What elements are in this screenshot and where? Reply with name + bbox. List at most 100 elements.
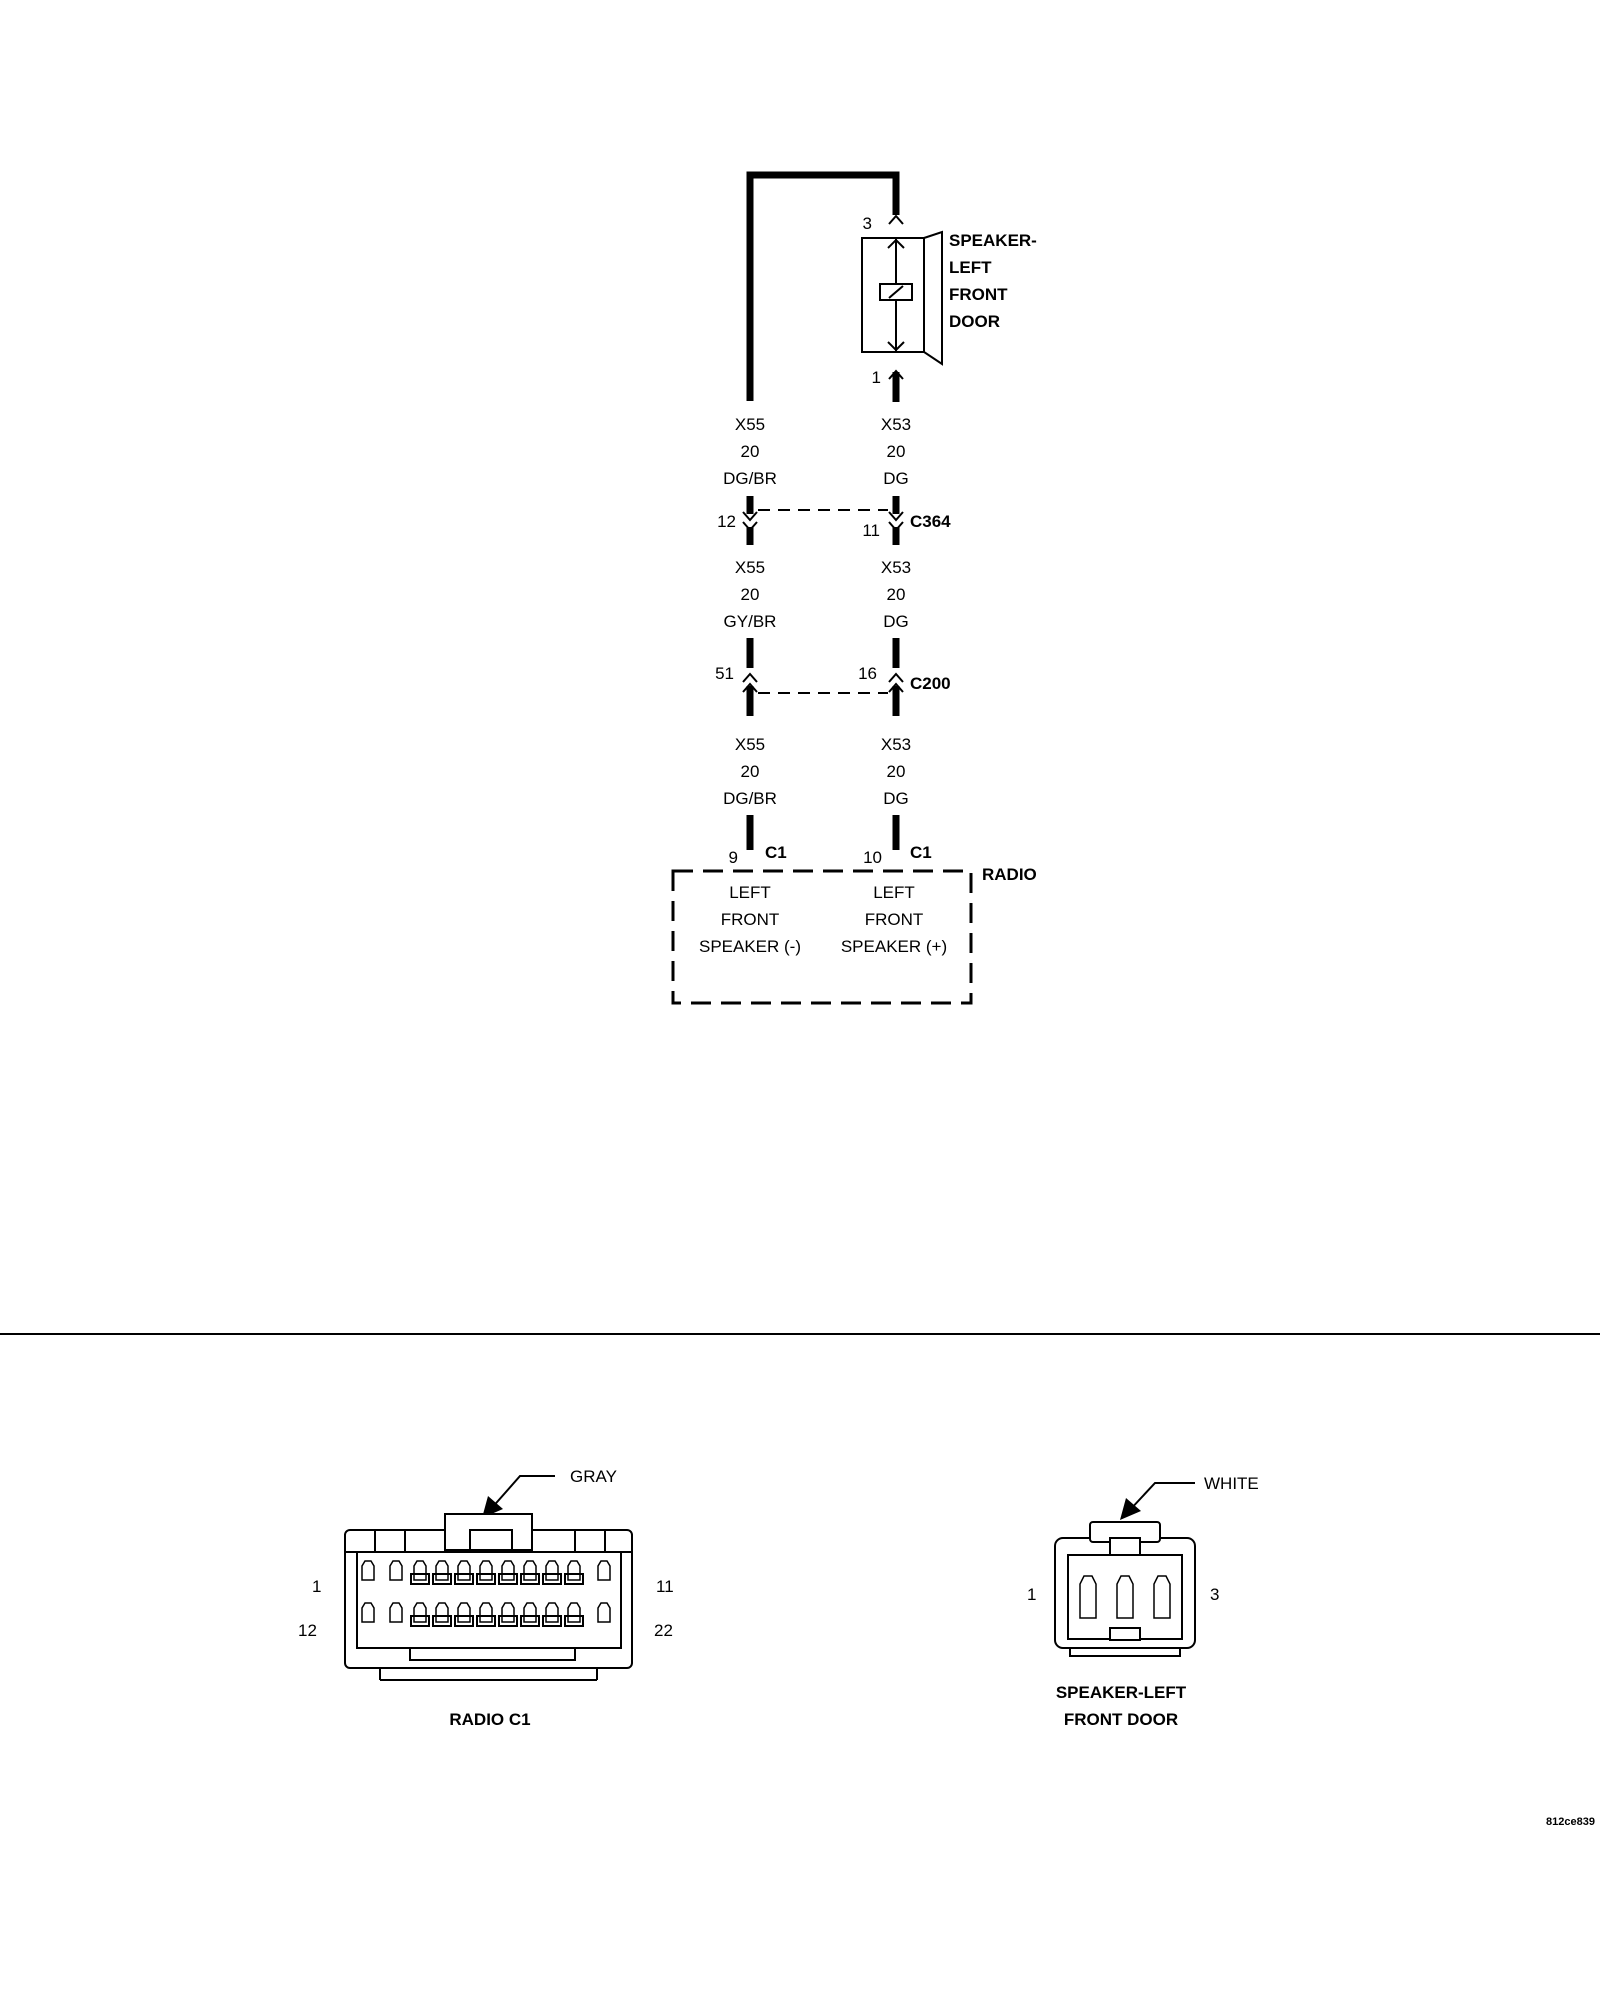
seg2-right-circuit: X53 [881,558,911,577]
radio-left-connector: C1 [765,843,787,862]
c200-left-pin: 51 [715,664,734,683]
radio-c1-pin-frame [410,1615,430,1627]
seg2-right-color: DG [883,612,909,631]
radio-c1-pin-cavity [597,1560,611,1581]
radio-c1-pin-frame [564,1615,584,1627]
speaker-coil-slash [888,285,904,299]
seg2-right-gauge: 20 [887,585,906,604]
speaker-name-line-4: DOOR [949,312,1000,331]
c200-left-terminal-bottom [742,682,758,693]
radio-name: RADIO [982,865,1037,884]
radio-c1-pin-cavity [567,1602,581,1623]
speaker-cone [923,230,943,366]
radio-c1-pin-cavity [545,1560,559,1581]
speaker-view-pin-1-label: 1 [1027,1585,1036,1604]
wire-segment-2-labels: X55 20 GY/BR X53 20 DG [724,558,912,631]
seg2-left-gauge: 20 [741,585,760,604]
radio-c1-pin-frame [498,1573,518,1585]
speaker-pin-3-terminal [888,214,904,225]
radio-c1-pin-frame [542,1615,562,1627]
radio-c1-bottom-key [409,1647,576,1661]
c200-left-terminal-top [742,672,758,683]
radio-c1-pin-frame [476,1615,496,1627]
radio-c1-pin-22-label: 22 [654,1621,673,1640]
speaker-color-label: WHITE [1204,1474,1259,1493]
speaker-view-pin-3-label: 3 [1210,1585,1219,1604]
radio-c1-pin-array [361,1560,611,1627]
radio-labels: 9 C1 10 C1 RADIO LEFT FRONT SPEAKER (-) … [699,843,1037,956]
radio-c1-pin-cavity [435,1602,449,1623]
radio-c1-pin-11-label: 11 [656,1577,674,1596]
radio-c1-color-leader [489,1475,555,1511]
radio-right-function-3: SPEAKER (+) [841,937,947,956]
speaker-pin-slot [1116,1575,1134,1619]
speaker-arrow-up [887,238,905,249]
radio-c1-pin-frame [432,1573,452,1585]
c364-left-pin: 12 [717,512,736,531]
speaker-pin-slot [1153,1575,1171,1619]
radio-c1-pin-cavity [567,1560,581,1581]
c364-left-terminal-bottom [742,521,758,532]
radio-left-pin: 9 [729,848,738,867]
wire-segment-3-labels: X55 20 DG/BR X53 20 DG [723,735,911,808]
radio-c1-connector-view: GRAY 1 11 12 22 RADIO C1 [298,1467,674,1729]
radio-c1-color-arrow [482,1496,503,1518]
c200-name: C200 [910,674,951,693]
radio-c1-pin-cavity [501,1560,515,1581]
speaker-pin-slot [1079,1575,1097,1619]
connector-c364-symbol [742,509,904,532]
c200-right-terminal-bottom [888,682,904,693]
radio-c1-pin-cavity [413,1602,427,1623]
speaker-color-leader [1127,1482,1195,1513]
radio-c1-pin-1-label: 1 [312,1577,321,1596]
seg3-right-circuit: X53 [881,735,911,754]
speaker-name-line-3: FRONT [949,285,1008,304]
speaker-symbol [861,214,943,380]
radio-c1-pin-cavity [435,1560,449,1581]
wire-x55-top-loop [746,171,900,401]
radio-c1-pin-cavity [413,1560,427,1581]
radio-c1-pin-cavity [479,1560,493,1581]
radio-c1-pin-frame [432,1615,452,1627]
connector-c200-symbol [742,672,904,694]
seg3-left-color: DG/BR [723,789,777,808]
radio-right-function-1: LEFT [873,883,915,902]
radio-c1-pin-cavity [389,1560,403,1581]
c364-right-pin: 11 [862,521,880,540]
speaker-base-rail [1069,1647,1181,1657]
radio-c1-pin-cavity [479,1602,493,1623]
radio-c1-pin-cavity [361,1560,375,1581]
radio-c1-pin-frame [498,1615,518,1627]
speaker-color-arrow [1120,1498,1141,1520]
seg2-left-color: GY/BR [724,612,777,631]
radio-right-function-2: FRONT [865,910,924,929]
seg1-left-gauge: 20 [741,442,760,461]
radio-c1-title: RADIO C1 [449,1710,530,1729]
seg1-right-circuit: X53 [881,415,911,434]
seg2-left-circuit: X55 [735,558,765,577]
radio-left-function-2: FRONT [721,910,780,929]
radio-c1-pin-frame [542,1573,562,1585]
speaker-view-title-line-2: FRONT DOOR [1064,1710,1178,1729]
c364-left-terminal-top [742,511,758,522]
c200-labels: 51 16 C200 [715,664,951,693]
radio-c1-pin-cavity [501,1602,515,1623]
radio-c1-pin-cavity [457,1602,471,1623]
radio-c1-latch-inner [469,1529,513,1551]
radio-left-function-3: SPEAKER (-) [699,937,801,956]
radio-c1-pin-cavity [597,1602,611,1623]
seg1-left-color: DG/BR [723,469,777,488]
seg3-right-gauge: 20 [887,762,906,781]
c200-right-terminal-top [888,672,904,683]
radio-c1-pin-frame [476,1573,496,1585]
c364-labels: 12 11 C364 [717,512,951,540]
radio-module-box [671,869,973,1005]
radio-c1-pin-cavity [523,1602,537,1623]
speaker-pin-1-terminal [888,369,904,380]
seg1-right-color: DG [883,469,909,488]
speaker-name-line-2: LEFT [949,258,992,277]
speaker-name-line-1: SPEAKER- [949,231,1037,250]
c364-right-terminal-top [888,511,904,522]
wire-segment-1-labels: X55 20 DG/BR X53 20 DG [723,415,911,488]
